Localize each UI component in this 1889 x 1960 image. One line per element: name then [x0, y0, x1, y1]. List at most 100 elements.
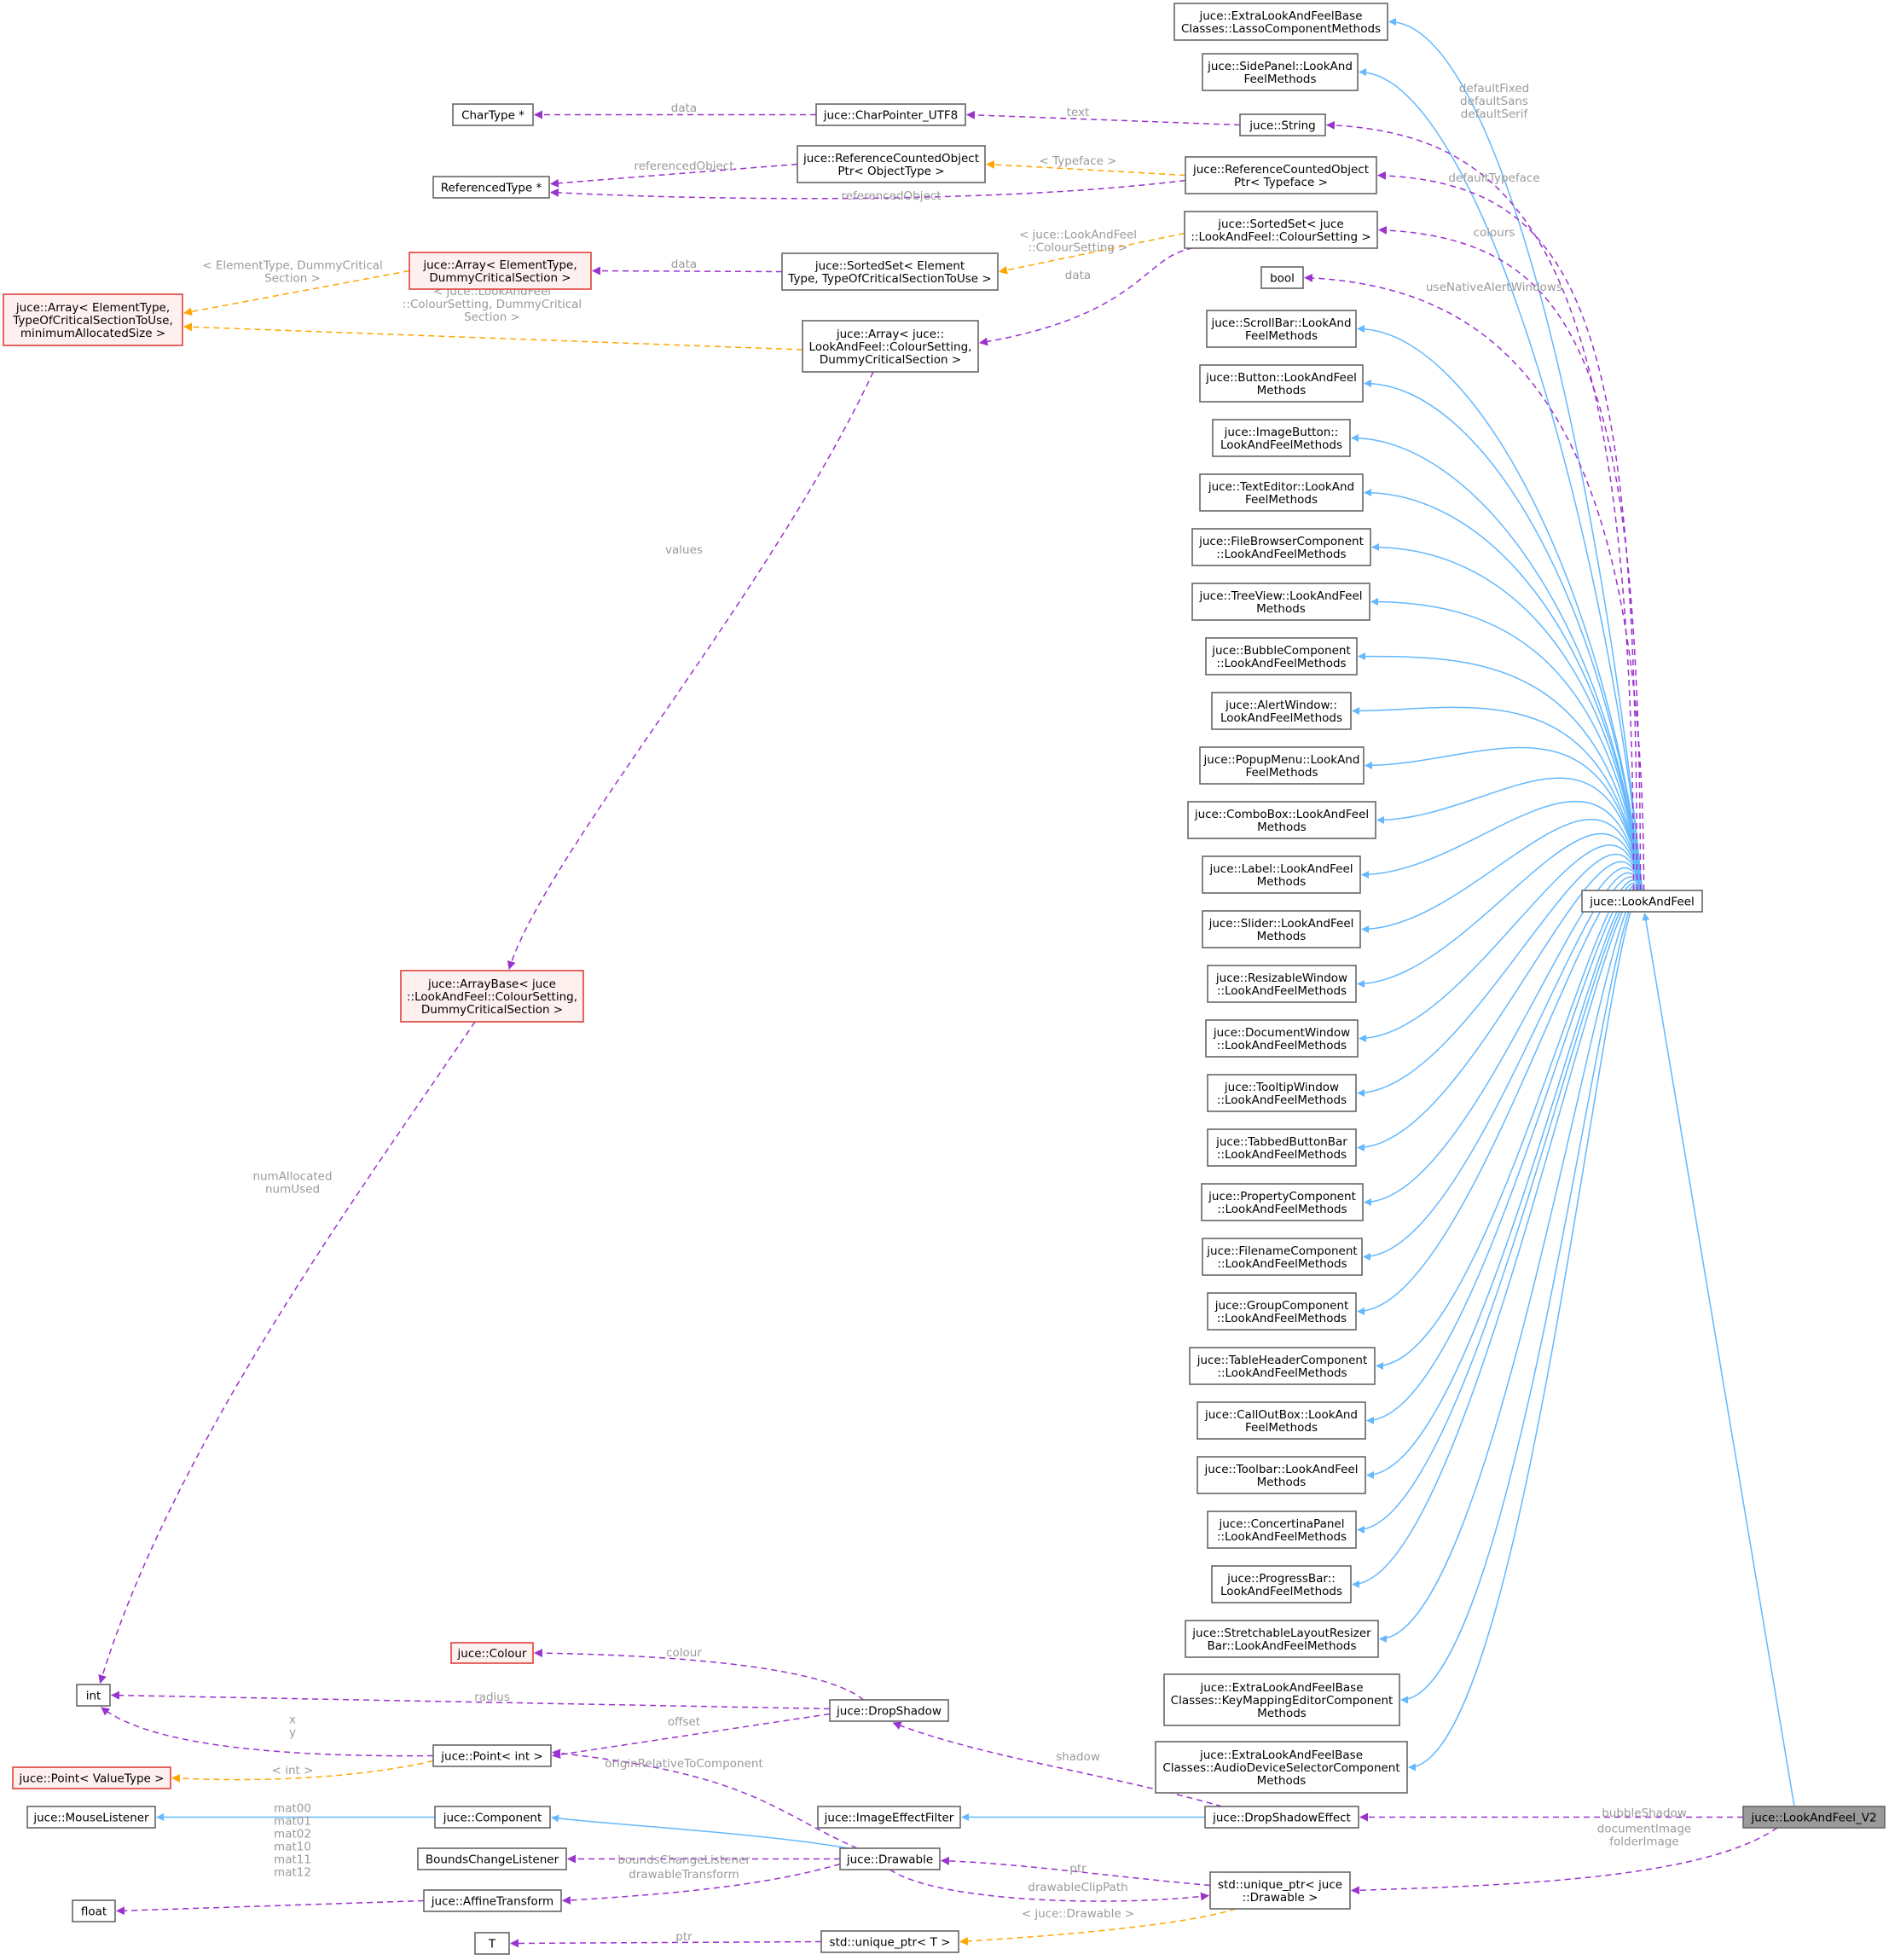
class-node-filename[interactable]: juce::FilenameComponent::LookAndFeelMeth… — [1202, 1238, 1363, 1276]
class-node-lookandfeel[interactable]: juce::LookAndFeel — [1581, 890, 1703, 913]
class-node-point_int[interactable]: juce::Point< int > — [432, 1744, 552, 1767]
class-node-progressbar[interactable]: juce::ProgressBar::LookAndFeelMethods — [1211, 1565, 1352, 1603]
class-node-label: FeelMethods — [1245, 493, 1318, 507]
class-node-colour[interactable]: juce::Colour — [450, 1642, 534, 1664]
usage-edge-shadow — [892, 1721, 1223, 1807]
class-node-box — [1212, 419, 1351, 457]
class-node-tooltip[interactable]: juce::TooltipWindow::LookAndFeelMethods — [1207, 1074, 1357, 1112]
class-node-sidepanel[interactable]: juce::SidePanel::LookAndFeelMethods — [1202, 53, 1359, 91]
usage-edge-drawable-clip-path — [889, 1869, 1209, 1902]
edge-label-xy: x — [289, 1714, 296, 1727]
class-node-filebrowser[interactable]: juce::FileBrowserComponent::LookAndFeelM… — [1191, 528, 1371, 566]
edge-label-text: text — [1067, 106, 1090, 119]
class-node-bounds[interactable]: BoundsChangeListener — [417, 1847, 567, 1870]
class-node-scrollbar[interactable]: juce::ScrollBar::LookAndFeelMethods — [1206, 310, 1357, 348]
class-node-mouselistener[interactable]: juce::MouseListener — [26, 1806, 156, 1829]
class-node-stretchable[interactable]: juce::StretchableLayoutResizerBar::LookA… — [1185, 1620, 1379, 1658]
class-node-combobox[interactable]: juce::ComboBox::LookAndFeelMethods — [1187, 801, 1376, 839]
usage-edge-drawable-transform — [562, 1863, 841, 1905]
class-node-box — [423, 1889, 562, 1912]
class-node-label: juce::StretchableLayoutResizer — [1191, 1627, 1371, 1640]
edge-label-mats: mat11 — [274, 1853, 311, 1867]
class-node-label: Classes::KeyMappingEditorComponent — [1171, 1694, 1394, 1708]
class-node-box — [1187, 801, 1376, 839]
class-node-reftype[interactable]: ReferencedType * — [432, 176, 550, 199]
class-node-array_et[interactable]: juce::Array< ElementType,DummyCriticalSe… — [409, 252, 592, 290]
class-node-imageeffect[interactable]: juce::ImageEffectFilter — [817, 1806, 961, 1829]
class-node-point_vt[interactable]: juce::Point< ValueType > — [12, 1766, 171, 1789]
edge-label-data_array_et: data — [671, 258, 697, 271]
usage-edge-ptr-drawable — [941, 1856, 1211, 1887]
class-node-button[interactable]: juce::Button::LookAndFeelMethods — [1199, 364, 1364, 403]
class-node-component[interactable]: juce::Component — [434, 1806, 551, 1829]
class-node-label: Methods — [1257, 1774, 1307, 1788]
class-node-keymapping[interactable]: juce::ExtraLookAndFeelBaseClasses::KeyMa… — [1163, 1673, 1400, 1726]
edge-label-typeface_tmpl: < Typeface > — [1040, 154, 1117, 168]
class-node-bool[interactable]: bool — [1260, 266, 1304, 289]
class-node-box — [1260, 266, 1304, 289]
class-node-tableheader[interactable]: juce::TableHeaderComponent::LookAndFeelM… — [1189, 1347, 1376, 1385]
class-node-property[interactable]: juce::PropertyComponent::LookAndFeelMeth… — [1201, 1183, 1364, 1221]
class-node-array_cs[interactable]: juce::Array< juce::LookAndFeel::ColourSe… — [802, 320, 979, 373]
class-node-label: juce::ReferenceCountedObject — [803, 152, 979, 165]
class-node-toolbar[interactable]: juce::Toolbar::LookAndFeelMethods — [1197, 1456, 1366, 1494]
class-node-label: Type, TypeOfCriticalSectionToUse > — [787, 272, 991, 286]
class-node-charptr[interactable]: juce::CharPointer_UTF8 — [815, 103, 966, 126]
class-node-label: juce::ImageEffectFilter — [824, 1812, 954, 1825]
class-node-dropshadoweffect[interactable]: juce::DropShadowEffect — [1204, 1806, 1359, 1829]
class-node-arraybase[interactable]: juce::ArrayBase< juce::LookAndFeel::Colo… — [400, 970, 584, 1023]
class-node-box — [817, 1806, 961, 1829]
usage-edge-colour — [534, 1649, 864, 1701]
class-node-lookandfeelv2[interactable]: juce::LookAndFeel_V2 — [1742, 1806, 1886, 1829]
class-node-drawable[interactable]: juce::Drawable — [839, 1847, 941, 1870]
class-node-box — [1185, 156, 1377, 194]
class-node-dropshadow[interactable]: juce::DropShadow — [829, 1699, 949, 1722]
class-node-treeview[interactable]: juce::TreeView::LookAndFeelMethods — [1191, 583, 1370, 621]
edges-layer — [98, 18, 1795, 1948]
class-node-texteditor[interactable]: juce::TextEditor::LookAndFeelMethods — [1199, 473, 1364, 512]
class-node-alertwindow[interactable]: juce::AlertWindow::LookAndFeelMethods — [1211, 692, 1352, 730]
class-node-box — [452, 103, 534, 126]
class-node-callout[interactable]: juce::CallOutBox::LookAndFeelMethods — [1197, 1401, 1366, 1440]
class-node-bubble[interactable]: juce::BubbleComponent::LookAndFeelMethod… — [1205, 637, 1358, 676]
edge-label-drawableClipPath: drawableClipPath — [1028, 1881, 1128, 1894]
class-node-box — [474, 1932, 510, 1955]
class-node-label: int — [86, 1690, 101, 1703]
inheritance-edge-bubble — [1358, 652, 1643, 891]
class-node-lasso[interactable]: juce::ExtraLookAndFeelBaseClasses::Lasso… — [1173, 3, 1388, 41]
class-node-sortedset_cs[interactable]: juce::SortedSet< juce::LookAndFeel::Colo… — [1184, 211, 1378, 249]
class-node-array_full[interactable]: juce::Array< ElementType,TypeOfCriticalS… — [3, 293, 183, 346]
class-node-uniqueptr_T[interactable]: std::unique_ptr< T > — [820, 1930, 959, 1953]
class-node-docwindow[interactable]: juce::DocumentWindow::LookAndFeelMethods — [1205, 1019, 1359, 1058]
class-node-popupmenu[interactable]: juce::PopupMenu::LookAndFeelMethods — [1199, 746, 1365, 785]
class-node-sortedset_et[interactable]: juce::SortedSet< ElementType, TypeOfCrit… — [781, 252, 999, 291]
class-node-box — [1211, 1565, 1352, 1603]
class-node-chartype[interactable]: CharType * — [452, 103, 534, 126]
class-node-concertina[interactable]: juce::ConcertinaPanel::LookAndFeelMethod… — [1207, 1511, 1357, 1549]
edge-label-data_chartype: data — [671, 101, 697, 115]
class-node-T[interactable]: T — [474, 1932, 510, 1955]
class-node-box — [1205, 637, 1358, 676]
class-node-uniqueptr_drawable[interactable]: std::unique_ptr< juce::Drawable > — [1209, 1871, 1351, 1910]
class-node-label: Ptr< Typeface > — [1234, 176, 1328, 189]
class-node-box — [1202, 855, 1361, 894]
class-node-audiodevice[interactable]: juce::ExtraLookAndFeelBaseClasses::Audio… — [1155, 1741, 1408, 1794]
class-node-resizable[interactable]: juce::ResizableWindow::LookAndFeelMethod… — [1207, 965, 1357, 1003]
class-node-tabbed[interactable]: juce::TabbedButtonBar::LookAndFeelMethod… — [1207, 1128, 1357, 1167]
class-node-label: ::LookAndFeelMethods — [1216, 548, 1346, 561]
class-node-string[interactable]: juce::String — [1239, 113, 1326, 136]
class-node-float[interactable]: float — [72, 1899, 116, 1922]
class-node-group[interactable]: juce::GroupComponent::LookAndFeelMethods — [1207, 1292, 1357, 1331]
class-node-affine[interactable]: juce::AffineTransform — [423, 1889, 562, 1912]
class-node-imagebutton[interactable]: juce::ImageButton::LookAndFeelMethods — [1212, 419, 1351, 457]
class-node-slider[interactable]: juce::Slider::LookAndFeelMethods — [1202, 910, 1361, 948]
class-node-label[interactable]: juce::Label::LookAndFeelMethods — [1202, 855, 1361, 894]
class-node-label: ReferencedType * — [441, 182, 542, 195]
edge-label-docImage: folderImage — [1609, 1835, 1678, 1849]
class-node-int[interactable]: int — [76, 1684, 111, 1707]
class-node-label: juce::TabbedButtonBar — [1215, 1135, 1347, 1149]
